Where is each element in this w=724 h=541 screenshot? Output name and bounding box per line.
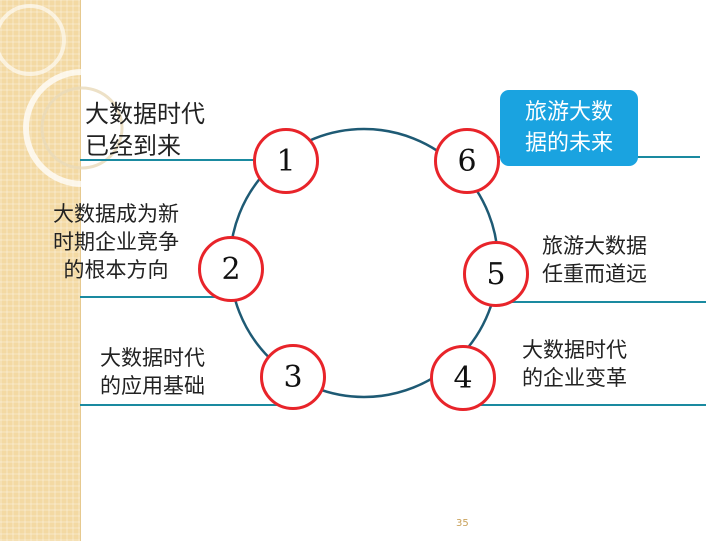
node-6-callout: 旅游大数 据的未来 [500,90,638,166]
node-2-label: 大数据成为新 时期企业竞争 的根本方向 [53,202,179,282]
node-4-circle: 4 [430,345,496,411]
page-number: 35 [456,518,469,529]
node-6-circle: 6 [434,128,500,194]
node-3-label: 大数据时代 的应用基础 [100,346,205,398]
node-2-circle: 2 [198,236,264,302]
node-1-circle: 1 [253,128,319,194]
node-3-circle: 3 [260,344,326,410]
node-4-label: 大数据时代 的企业变革 [522,338,627,390]
node-5-label: 旅游大数据 任重而道远 [542,234,647,286]
node-5-circle: 5 [463,241,529,307]
node-1-label: 大数据时代 已经到来 [85,100,205,160]
